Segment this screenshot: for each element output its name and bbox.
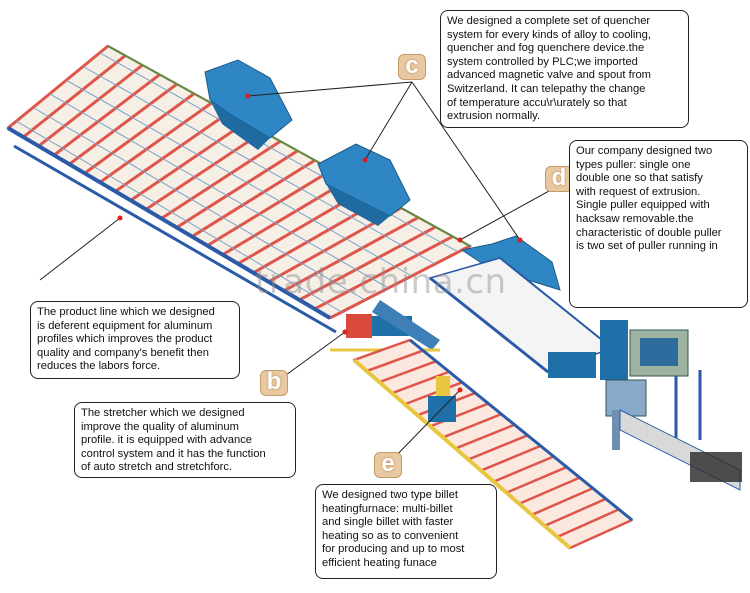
callout-product-line: The product line which we designed is de… <box>30 301 240 379</box>
billet-slat <box>391 370 450 395</box>
billet-slat <box>442 412 502 439</box>
billet-slat <box>480 444 542 472</box>
cooling-slat <box>221 178 351 256</box>
callout-furnace: We designed two type billet heatingfurna… <box>315 484 497 579</box>
cooling-table-slats <box>7 44 471 320</box>
cooling-slat <box>191 159 316 238</box>
billet-slat <box>518 476 581 505</box>
cooling-rail <box>66 79 412 277</box>
quench-hoods <box>204 59 561 291</box>
billet-slat <box>404 381 463 406</box>
badge-e: e <box>374 452 402 478</box>
press-machinery <box>548 320 742 491</box>
billet-slat <box>366 349 424 373</box>
cooling-rail <box>32 107 366 301</box>
badge-b: b <box>260 370 288 396</box>
cooling-slat <box>129 120 247 202</box>
billet-table-slats <box>353 338 633 550</box>
billet-slat <box>505 465 568 494</box>
cooling-slat <box>83 92 196 175</box>
billet-slat <box>467 434 529 461</box>
cooling-slat <box>22 54 127 139</box>
billet-furnace-table <box>352 338 634 550</box>
cooling-slat <box>283 216 420 293</box>
billet-slat <box>556 508 620 539</box>
cooling-slat <box>175 149 299 229</box>
callout-quencher: We designed a complete set of quencher s… <box>440 10 689 128</box>
billet-slat <box>378 360 437 384</box>
cooling-slat <box>298 225 437 302</box>
cooling-slat <box>99 101 213 184</box>
cooling-slat <box>37 63 144 148</box>
cooling-slat <box>160 139 282 220</box>
billet-slat <box>353 338 411 362</box>
billet-slat <box>544 497 607 528</box>
leader-lines <box>39 81 570 463</box>
watermark: trade.china.cn <box>255 262 507 302</box>
cooling-rail <box>82 66 436 265</box>
cooling-slat <box>313 235 454 311</box>
cooling-slat <box>7 44 109 130</box>
cooling-rail <box>16 120 342 313</box>
cooling-rail <box>99 52 459 253</box>
cooling-slat <box>114 111 230 193</box>
billet-slat <box>493 455 555 483</box>
badge-c: c <box>398 54 426 80</box>
cooling-table <box>6 44 473 334</box>
cooling-rail <box>49 93 389 289</box>
cooling-slat <box>206 168 333 247</box>
billet-slat <box>569 518 633 550</box>
cooling-slat <box>329 244 471 320</box>
callout-stretcher: The stretcher which we designed improve … <box>74 402 296 478</box>
badge-d: d <box>545 166 573 192</box>
cooling-slat <box>68 82 178 166</box>
cooling-slat <box>53 73 161 157</box>
billet-slat <box>531 487 594 516</box>
cooling-slat <box>145 130 264 211</box>
billet-slat <box>429 402 489 428</box>
billet-slat <box>455 423 515 450</box>
leader-dots <box>117 93 523 393</box>
callout-puller: Our company designed two types puller: s… <box>569 140 748 308</box>
